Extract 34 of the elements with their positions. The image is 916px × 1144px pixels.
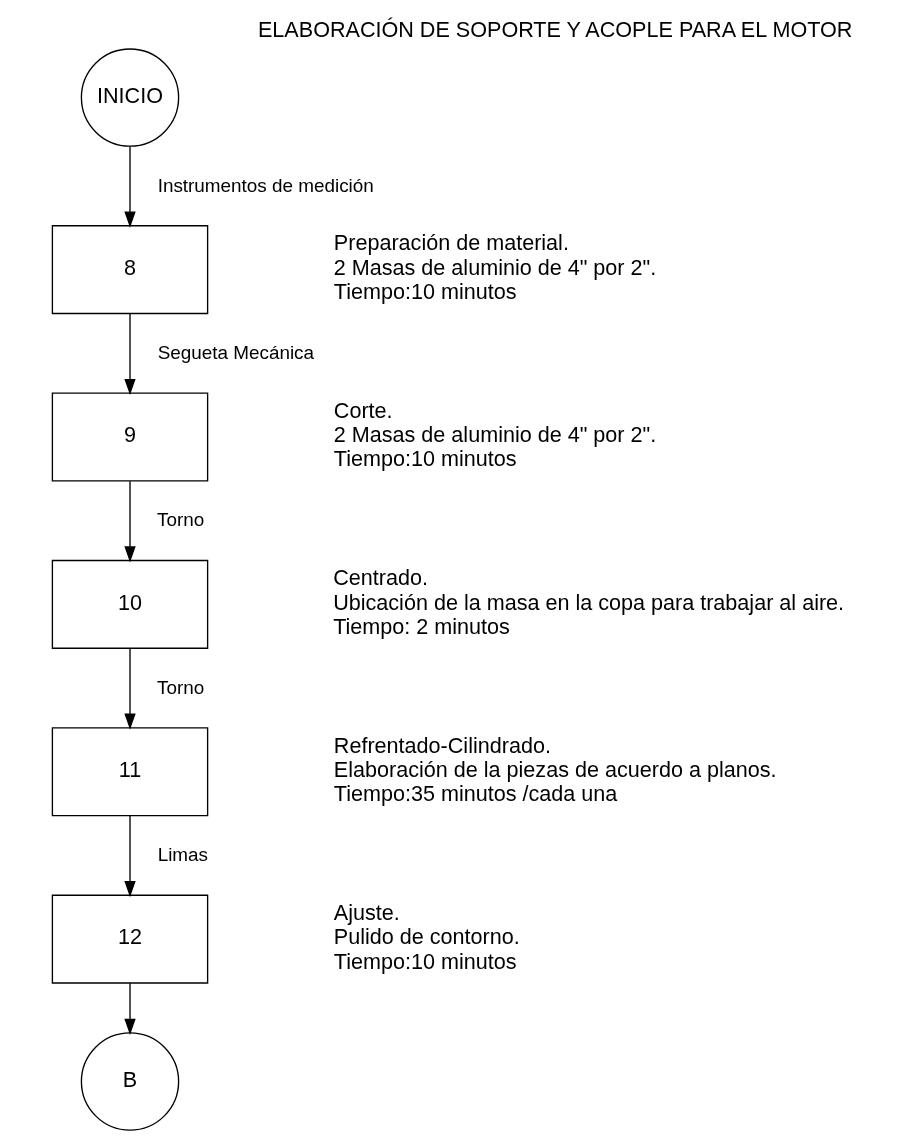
node-label: Tiempo:10 minutos (333, 279, 517, 305)
node-circle: INICIO (80, 48, 180, 147)
diagram-title: ELABORACIÓN DE SOPORTE Y ACOPLE PARA EL MOTOR (257, 16, 853, 42)
node-box: 9 (51, 392, 209, 482)
node-label: Pulido de contorno. (333, 924, 520, 950)
edge-label: Torno (157, 509, 205, 531)
node-label: Elaboración de la piezas de acuerdo a planos. (333, 756, 777, 782)
arrow (124, 145, 136, 228)
node-label: Ajuste. (333, 899, 400, 925)
node-label: Corte. (333, 397, 393, 423)
node-label: Preparación de material. (333, 230, 569, 256)
node-box: 11 (51, 727, 209, 817)
arrow (124, 815, 136, 898)
node-box: 8 (51, 225, 209, 315)
edge-label: Torno (157, 676, 205, 698)
node-circle: B (80, 1032, 180, 1131)
edge-label: Limas (157, 844, 209, 866)
node-label: Tiempo:10 minutos (333, 446, 517, 472)
node-label: Tiempo:10 minutos (333, 948, 517, 974)
arrow (124, 982, 136, 1035)
node-label: Refrentado-Cilindrado. (333, 732, 551, 758)
node-label: Tiempo: 2 minutos (333, 613, 510, 639)
arrow (124, 480, 136, 563)
node-box: 12 (51, 894, 209, 984)
arrow (124, 313, 136, 396)
arrow (124, 647, 136, 730)
node-label: Centrado. (333, 565, 428, 591)
edge-label: Segueta Mecánica (157, 342, 315, 364)
node-label: 2 Masas de aluminio de 4" por 2". (333, 422, 657, 448)
node-label: 2 Masas de aluminio de 4" por 2". (333, 254, 657, 280)
node-label: Tiempo:35 minutos /cada una (333, 781, 618, 807)
node-box: 10 (51, 559, 209, 649)
node-label: Ubicación de la masa en la copa para trabajar al aire. (333, 589, 845, 615)
edge-label: Instrumentos de medición (157, 174, 374, 196)
